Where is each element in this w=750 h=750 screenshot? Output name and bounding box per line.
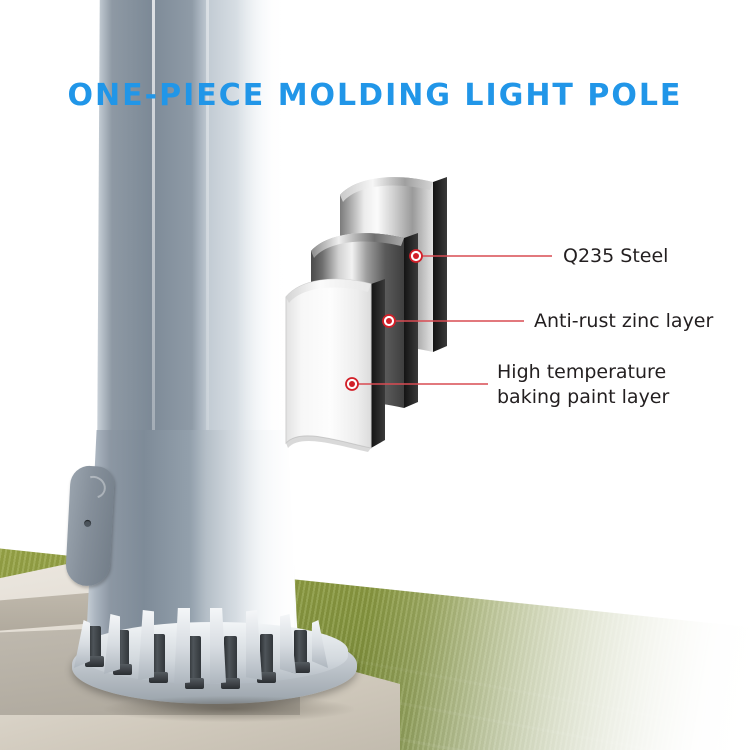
callout-label-line-1: High temperature bbox=[497, 361, 667, 383]
paint-panel-edge bbox=[371, 279, 385, 448]
callout-dot-core bbox=[349, 381, 355, 387]
anchor-bolt-nut bbox=[291, 662, 310, 673]
pole-seam-left bbox=[152, 0, 155, 470]
callout-dot-core bbox=[413, 253, 419, 259]
anchor-bolt-nut bbox=[149, 672, 168, 683]
paint-panel-top-lip bbox=[286, 279, 371, 303]
anchor-bolt-nut bbox=[185, 678, 204, 689]
callout-leader-high-temperature-baking-paint-layer bbox=[345, 377, 488, 391]
callout-dot-core bbox=[386, 318, 392, 324]
base-plate bbox=[60, 600, 370, 722]
page-title: ONE-PIECE MOLDING LIGHT POLE bbox=[67, 78, 683, 113]
pole-highlight-right bbox=[236, 0, 294, 640]
callout-label-q235-steel: Q235 Steel bbox=[563, 245, 669, 267]
anchor-bolt bbox=[224, 636, 237, 682]
layer-panel-paint bbox=[285, 278, 385, 452]
anchor-bolt bbox=[188, 636, 201, 682]
base-ground-shadow bbox=[104, 696, 354, 722]
paint-panel-bottom-shadow bbox=[286, 435, 371, 452]
anchor-bolt-nut bbox=[221, 678, 240, 689]
anchor-bolt bbox=[88, 626, 101, 660]
callout-leader-q235-steel bbox=[409, 249, 552, 263]
base-gusset bbox=[246, 610, 262, 680]
anchor-bolt-nut bbox=[257, 672, 276, 683]
pole-seam-right bbox=[206, 0, 209, 470]
callout-label-high-temperature-baking-paint-layer: High temperature baking paint layer bbox=[497, 360, 717, 410]
callout-label-anti-rust-zinc-layer: Anti-rust zinc layer bbox=[534, 310, 714, 332]
anchor-bolt bbox=[152, 634, 165, 676]
steel-panel-top-lip bbox=[340, 177, 433, 202]
steel-panel-edge bbox=[433, 177, 447, 352]
anchor-bolt-nut bbox=[85, 656, 104, 667]
base-gusset bbox=[138, 610, 154, 680]
callout-leader-anti-rust-zinc-layer bbox=[382, 314, 524, 328]
base-gusset bbox=[174, 608, 190, 684]
callout-label-line-2: baking paint layer bbox=[497, 386, 670, 408]
base-gusset bbox=[210, 608, 226, 684]
anchor-bolt bbox=[260, 634, 273, 676]
anchor-bolt bbox=[294, 630, 307, 666]
zinc-panel-top-lip bbox=[311, 233, 404, 258]
anchor-bolt-nut bbox=[113, 664, 132, 675]
